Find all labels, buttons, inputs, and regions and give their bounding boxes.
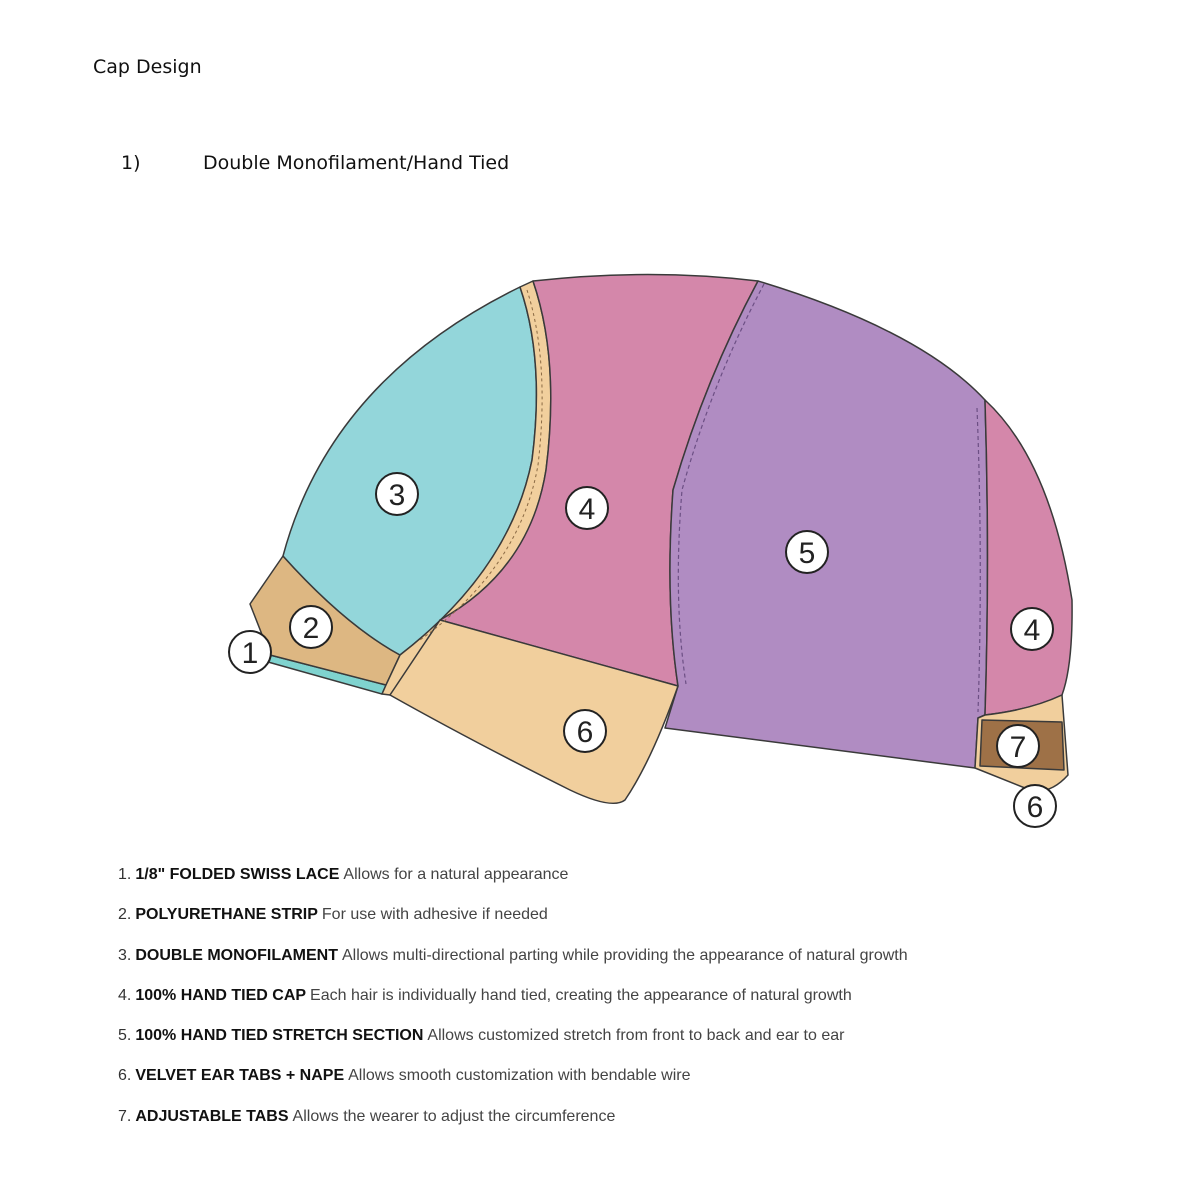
legend-term: 100% HAND TIED CAP [135,986,307,1004]
section-title: Double Monofilament/Hand Tied [203,152,510,174]
callout-6-front: 6 [563,709,607,753]
callout-1: 1 [228,630,272,674]
svg-text:3: 3 [389,479,406,512]
svg-text:6: 6 [1027,791,1044,824]
cap-region-hand-tied-back [984,399,1073,716]
callout-3: 3 [375,472,419,516]
callout-2: 2 [289,605,333,649]
legend-description: For use with adhesive if needed [321,906,548,924]
legend-description: Allows for a natural appearance [343,866,569,883]
legend-term: DOUBLE MONOFILAMENT [135,946,338,964]
legend-term: POLYURETHANE STRIP [135,906,318,924]
callout-7: 7 [996,724,1040,768]
document-title: Cap Design [93,56,202,78]
callout-5: 5 [785,530,829,574]
callout-4-front: 4 [565,486,609,530]
stitch-line-seam [419,289,543,641]
legend-number: 1. [118,866,132,883]
section-number: 1) [121,152,141,174]
legend-number: 3. [118,946,132,964]
legend-term: ADJUSTABLE TABS [135,1107,289,1125]
legend-number: 6. [118,1067,132,1085]
svg-text:7: 7 [1010,731,1027,764]
svg-text:4: 4 [579,493,596,526]
svg-text:1: 1 [242,637,259,670]
legend-description: Each hair is individually hand tied, cre… [310,986,852,1004]
svg-text:4: 4 [1024,614,1041,647]
legend-description: Allows multi-directional parting while p… [342,946,908,964]
callout-6-back: 6 [1013,784,1057,828]
legend-number: 2. [118,906,132,924]
legend-term: 100% HAND TIED STRETCH SECTION [135,1027,424,1045]
cap-diagram: 1 2 3 4 5 4 6 7 6 [228,273,1073,828]
callout-4-back: 4 [1010,607,1054,651]
svg-text:5: 5 [799,537,816,570]
cap-region-velvet-ear-tab [389,619,679,805]
stitch-line-left [677,283,765,685]
svg-text:2: 2 [303,612,320,645]
legend-term: 1/8" FOLDED SWISS LACE [135,866,340,883]
legend-description: Allows the wearer to adjust the circumfe… [292,1107,616,1125]
legend-number: 7. [118,1107,132,1125]
legend-description: Allows smooth customization with bendabl… [348,1067,691,1085]
legend-number: 4. [118,986,132,1004]
legend-term: VELVET EAR TABS + NAPE [135,1067,345,1085]
legend-description: Allows customized stretch from front to … [427,1027,845,1045]
legend-number: 5. [118,1027,132,1045]
svg-text:6: 6 [577,716,594,749]
